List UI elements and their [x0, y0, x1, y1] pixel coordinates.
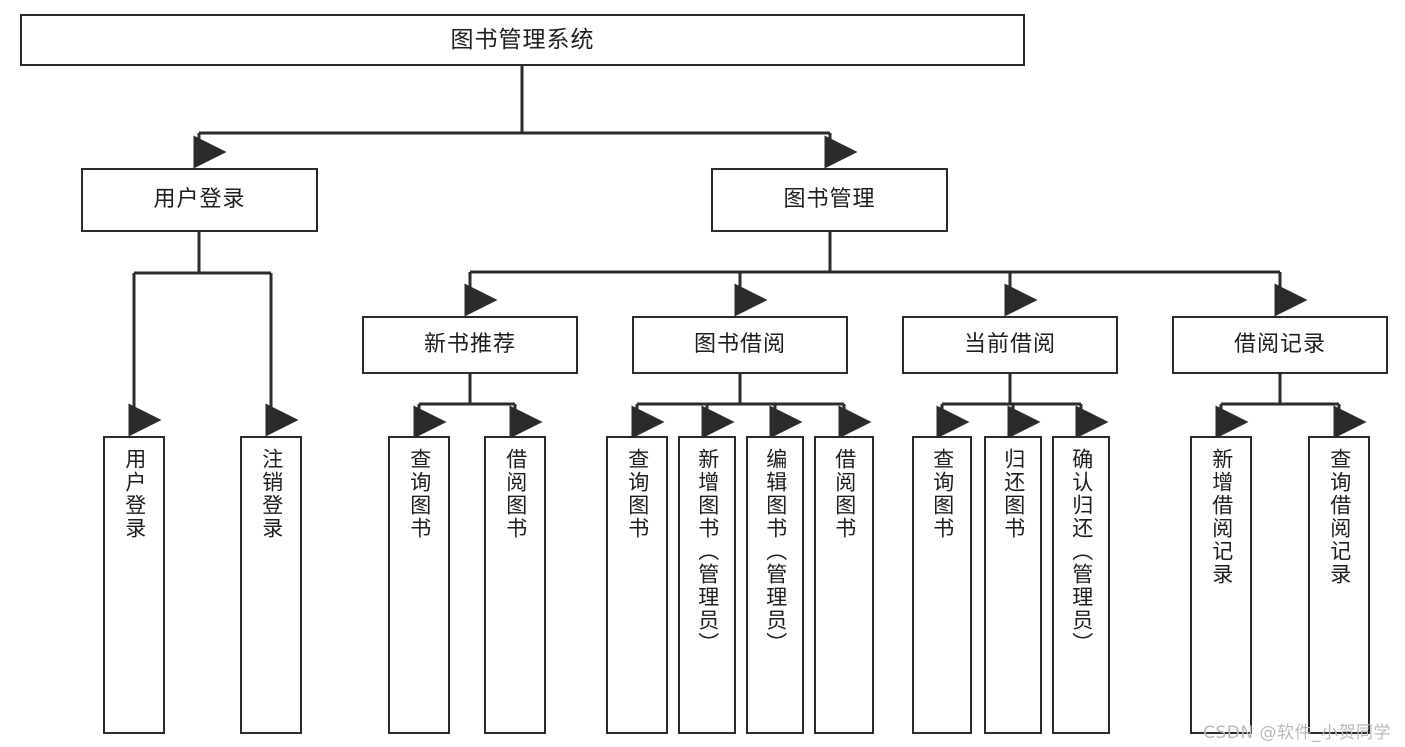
node-leaf-query-book-2-label: 查询图书 [625, 448, 650, 540]
node-leaf-query-book-3[interactable]: 查询图书 [912, 436, 972, 734]
node-borrow-record[interactable]: 借阅记录 [1172, 316, 1388, 374]
node-leaf-user-login[interactable]: 用户登录 [103, 436, 165, 734]
node-leaf-borrow-book-1[interactable]: 借阅图书 [484, 436, 546, 734]
node-leaf-user-logout[interactable]: 注销登录 [240, 436, 302, 734]
node-current-borrow[interactable]: 当前借阅 [902, 316, 1118, 374]
node-leaf-edit-book-label: 编辑图书（管理员） [763, 448, 788, 655]
node-leaf-add-book[interactable]: 新增图书（管理员） [678, 436, 736, 734]
node-borrow-record-label: 借阅记录 [1233, 332, 1326, 358]
node-leaf-return-book[interactable]: 归还图书 [984, 436, 1042, 734]
node-user-login-label: 用户登录 [153, 187, 246, 213]
node-book-borrow[interactable]: 图书借阅 [632, 316, 848, 374]
node-leaf-user-logout-label: 注销登录 [259, 448, 284, 540]
node-leaf-add-record[interactable]: 新增借阅记录 [1190, 436, 1252, 734]
node-leaf-return-book-label: 归还图书 [1001, 448, 1026, 540]
node-leaf-borrow-book-1-label: 借阅图书 [503, 448, 528, 540]
node-leaf-confirm-return[interactable]: 确认归还（管理员） [1052, 436, 1110, 734]
node-new-book-recommend[interactable]: 新书推荐 [362, 316, 578, 374]
node-leaf-borrow-book-2-label: 借阅图书 [832, 448, 857, 540]
node-leaf-edit-book[interactable]: 编辑图书（管理员） [746, 436, 804, 734]
node-leaf-confirm-return-label: 确认归还（管理员） [1069, 448, 1094, 655]
node-book-manage-label: 图书管理 [783, 187, 876, 213]
node-current-borrow-label: 当前借阅 [963, 332, 1056, 358]
node-leaf-query-record[interactable]: 查询借阅记录 [1308, 436, 1370, 734]
node-book-borrow-label: 图书借阅 [693, 332, 786, 358]
node-root-label: 图书管理系统 [450, 26, 595, 53]
node-leaf-query-book-3-label: 查询图书 [930, 448, 955, 540]
node-leaf-query-book-1[interactable]: 查询图书 [388, 436, 450, 734]
node-leaf-query-record-label: 查询借阅记录 [1327, 448, 1352, 586]
node-leaf-query-book-1-label: 查询图书 [407, 448, 432, 540]
node-user-login[interactable]: 用户登录 [81, 168, 318, 232]
csdn-watermark: CSDN @软件_小贺同学 [1203, 723, 1391, 743]
node-leaf-query-book-2[interactable]: 查询图书 [606, 436, 668, 734]
node-leaf-borrow-book-2[interactable]: 借阅图书 [814, 436, 874, 734]
node-book-manage[interactable]: 图书管理 [711, 168, 948, 232]
node-leaf-add-record-label: 新增借阅记录 [1209, 448, 1234, 586]
node-root[interactable]: 图书管理系统 [20, 14, 1025, 66]
node-leaf-add-book-label: 新增图书（管理员） [695, 448, 720, 655]
node-new-book-recommend-label: 新书推荐 [423, 332, 516, 358]
node-leaf-user-login-label: 用户登录 [122, 448, 147, 540]
